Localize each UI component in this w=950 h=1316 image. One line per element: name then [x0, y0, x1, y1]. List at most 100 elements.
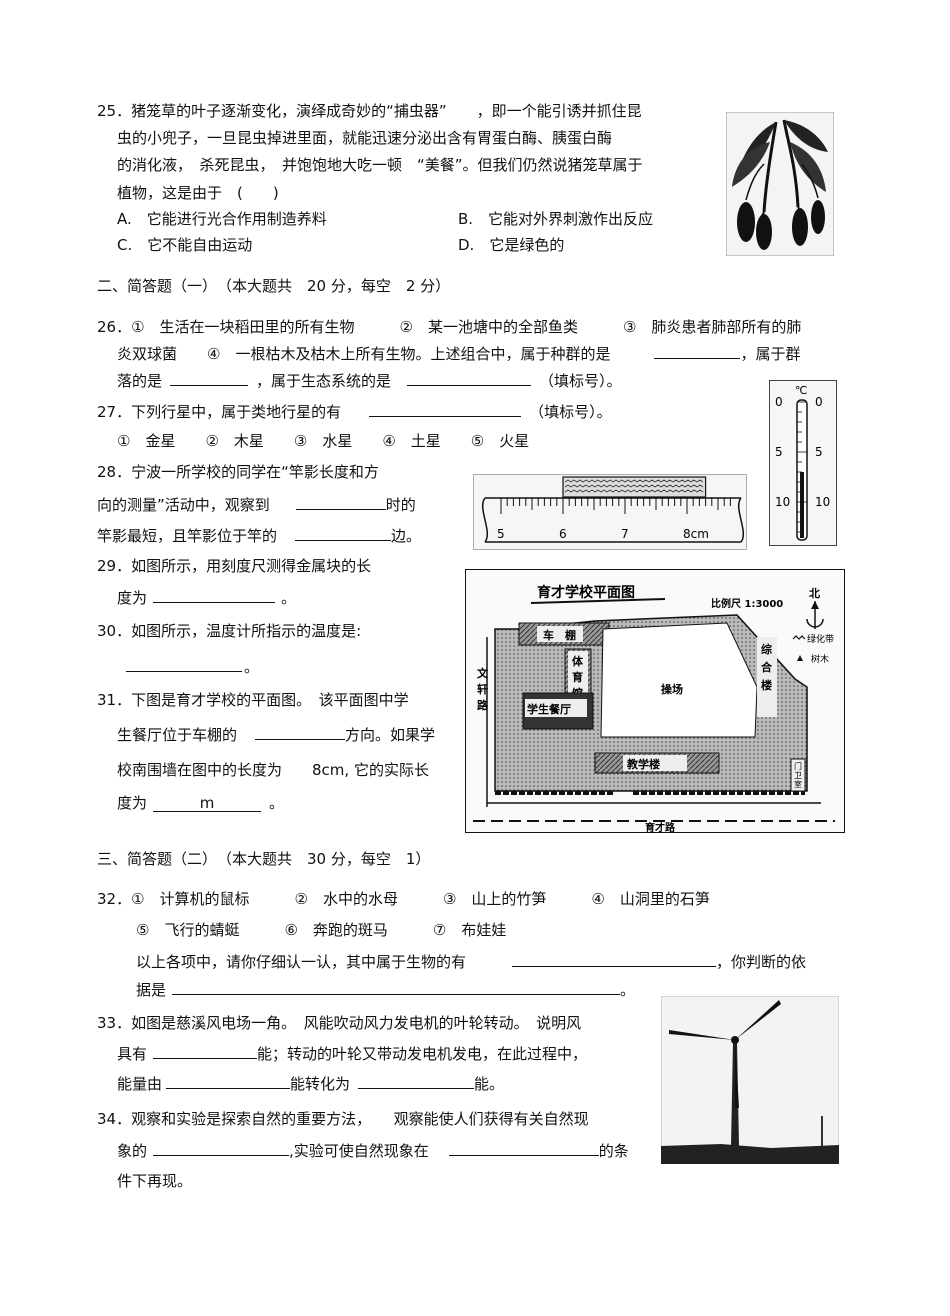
q31-line1: 31．下图是育才学校的平面图。 该平面图中学	[97, 691, 409, 709]
q33-line2: 具有 能；转动的叶轮又带动发电机发电，在此过程中，	[117, 1043, 587, 1064]
q28-blank-time[interactable]	[295, 494, 386, 510]
q32-line3-tail: ，你判断的依	[716, 953, 807, 971]
q34-line2-text: 象的	[117, 1142, 148, 1160]
q34-blank-observation[interactable]	[153, 1140, 290, 1156]
legend-tree: 树木	[811, 653, 829, 665]
map-gate-2: 卫	[794, 771, 802, 780]
q26-line2-tail: ，属于群	[740, 345, 801, 363]
map-canteen: 学生餐厅	[527, 702, 571, 716]
road-west-1: 文	[477, 666, 489, 680]
section-2-heading: 二、简答题（一） （本大题共 20 分，每空 2 分）	[97, 277, 451, 295]
q27-options: ① 金星 ② 木星 ③ 水星 ④ 土星 ⑤ 火星	[117, 432, 530, 450]
q25-line4: 植物，这是由于 ( )	[117, 184, 279, 202]
ruler-label: 8cm	[683, 527, 709, 541]
q27-line1: 27．下列行星中，属于类地行星的有（填标号）。	[97, 401, 612, 422]
q31-blank-actual-length[interactable]: m	[153, 794, 262, 812]
road-south: 育才路	[645, 821, 676, 833]
q26-blank-population[interactable]	[654, 343, 741, 359]
q28-line2-tail: 时的	[385, 496, 416, 514]
q31-line2-text: 生餐厅位于车棚的	[117, 726, 238, 744]
q28-line3: 竿影最短，且竿影位于竿的 边。	[97, 525, 421, 546]
q29-line2: 度为 。	[117, 587, 296, 608]
q31-line4-tail: 。	[269, 794, 285, 812]
legend-tree-icon	[797, 655, 803, 661]
q26-line3-mid: ，属于生态系统的是	[256, 372, 392, 390]
q34-line2-tail: 的条	[598, 1142, 629, 1160]
road-west-3: 路	[477, 698, 489, 712]
q32-blank-organisms[interactable]	[512, 951, 717, 967]
q26-line2: 炎双球菌 ④ 一根枯木及枯木上所有生物。上述组合中，属于种群的是 ，属于群	[117, 343, 800, 364]
thermometer-label: 10	[815, 495, 830, 509]
q26-line1: 26．① 生活在一块稻田里的所有生物 ② 某一池塘中的全部鱼类 ③ 肺炎患者肺部…	[97, 318, 802, 336]
q33-line2-text: 具有	[117, 1045, 148, 1063]
ruler-ticks	[500, 498, 731, 514]
map-playground: 操场	[661, 682, 683, 696]
map-complex-2: 合	[761, 660, 773, 674]
q28-blank-direction[interactable]	[295, 525, 392, 541]
q32-line4-tail: 。	[620, 981, 636, 999]
q26-blank-ecosystem[interactable]	[407, 370, 532, 386]
q31-blank-direction[interactable]	[255, 724, 346, 740]
metal-block	[562, 476, 707, 498]
q31-line4-text: 度为	[117, 794, 148, 812]
thermometer-label: 0	[775, 395, 783, 409]
q31-line2: 生餐厅位于车棚的 方向。如果学	[117, 724, 435, 745]
map-teaching-building: 教学楼	[626, 757, 660, 771]
q26-line2-text: 炎双球菌 ④ 一根枯木及枯木上所有生物。上述组合中，属于种群的是	[117, 345, 611, 363]
q33-line2-tail: 能；转动的叶轮又带动发电机发电，在此过程中，	[257, 1045, 588, 1063]
q26-line3-tail: （填标号）。	[539, 372, 622, 390]
map-gate-1: 门	[794, 761, 802, 771]
q28-line3-text: 竿影最短，且竿影位于竿的	[97, 527, 278, 545]
q28-line2-text: 向的测量”活动中，观察到	[97, 496, 270, 514]
q27-blank-terrestrial-planets[interactable]	[369, 401, 522, 417]
q26-line3-text: 落的是	[117, 372, 163, 390]
q33-blank-wind-energy[interactable]	[153, 1043, 258, 1059]
q28-line1: 28．宁波一所学校的同学在“竿影长度和方	[97, 463, 379, 481]
q31-line2-tail: 方向。如果学	[345, 726, 436, 744]
q28-line3-tail: 边。	[391, 527, 422, 545]
q33-line3-mid: 能转化为	[290, 1075, 351, 1093]
q26-line3: 落的是 ，属于生态系统的是 （填标号）。	[117, 370, 622, 391]
q34-line2: 象的,实验可使自然现象在的条	[117, 1140, 629, 1161]
q29-line2-text: 度为	[117, 589, 148, 607]
thermometer-label: 5	[775, 445, 783, 459]
map-gym-2: 育	[572, 670, 583, 684]
q30-blank-temperature[interactable]	[126, 656, 242, 672]
road-west-2: 轩	[477, 682, 488, 696]
thermometer-unit: ℃	[795, 384, 807, 397]
q29-blank-length[interactable]	[153, 587, 276, 603]
q27-line1-tail: （填标号）。	[529, 403, 612, 421]
q31-line4: 度为 m 。	[117, 793, 284, 813]
map-gate-3: 室	[794, 779, 802, 789]
thermometer-label: 0	[815, 395, 823, 409]
q34-blank-experiment[interactable]	[448, 1140, 599, 1156]
q34-line3: 件下再现。	[117, 1172, 193, 1190]
q33-blank-to-energy[interactable]	[358, 1073, 475, 1089]
q31-unit: m	[199, 794, 215, 812]
map-north-label: 北	[809, 586, 820, 600]
q30-line2: 。	[126, 656, 259, 677]
q25-line3: 的消化液， 杀死昆虫， 并饱饱地大吃一顿 “美餐”。但我们仍然说猪笼草属于	[117, 156, 643, 174]
q25-option-d: D. 它是绿色的	[458, 236, 565, 254]
map-complex-3: 楼	[761, 678, 772, 692]
wind-turbine-figure	[661, 996, 839, 1164]
q28-line2: 向的测量”活动中，观察到 时的	[97, 494, 416, 515]
q30-line1: 30．如图所示，温度计所指示的温度是:	[97, 622, 362, 640]
q29-line2-tail: 。	[281, 589, 297, 607]
legend-green-belt: 绿化带	[807, 633, 834, 645]
q29-line1: 29．如图所示，用刻度尺测得金属块的长	[97, 557, 372, 575]
q32-line4: 据是 。	[136, 979, 635, 1000]
q33-line3-text: 能量由	[117, 1075, 163, 1093]
section-3-heading: 三、简答题（二） （本大题共 30 分，每空 1）	[97, 850, 431, 868]
q34-line1: 34．观察和实验是探索自然的重要方法， 观察能使人们获得有关自然现	[97, 1110, 589, 1128]
q32-line4-text: 据是	[136, 981, 167, 999]
q33-blank-from-energy[interactable]	[166, 1073, 291, 1089]
q33-line3-tail: 能。	[474, 1075, 505, 1093]
ruler-label: 6	[559, 527, 567, 541]
q32-blank-basis[interactable]	[172, 979, 621, 995]
q26-blank-community[interactable]	[170, 370, 249, 386]
thermometer-liquid-column	[800, 472, 804, 538]
